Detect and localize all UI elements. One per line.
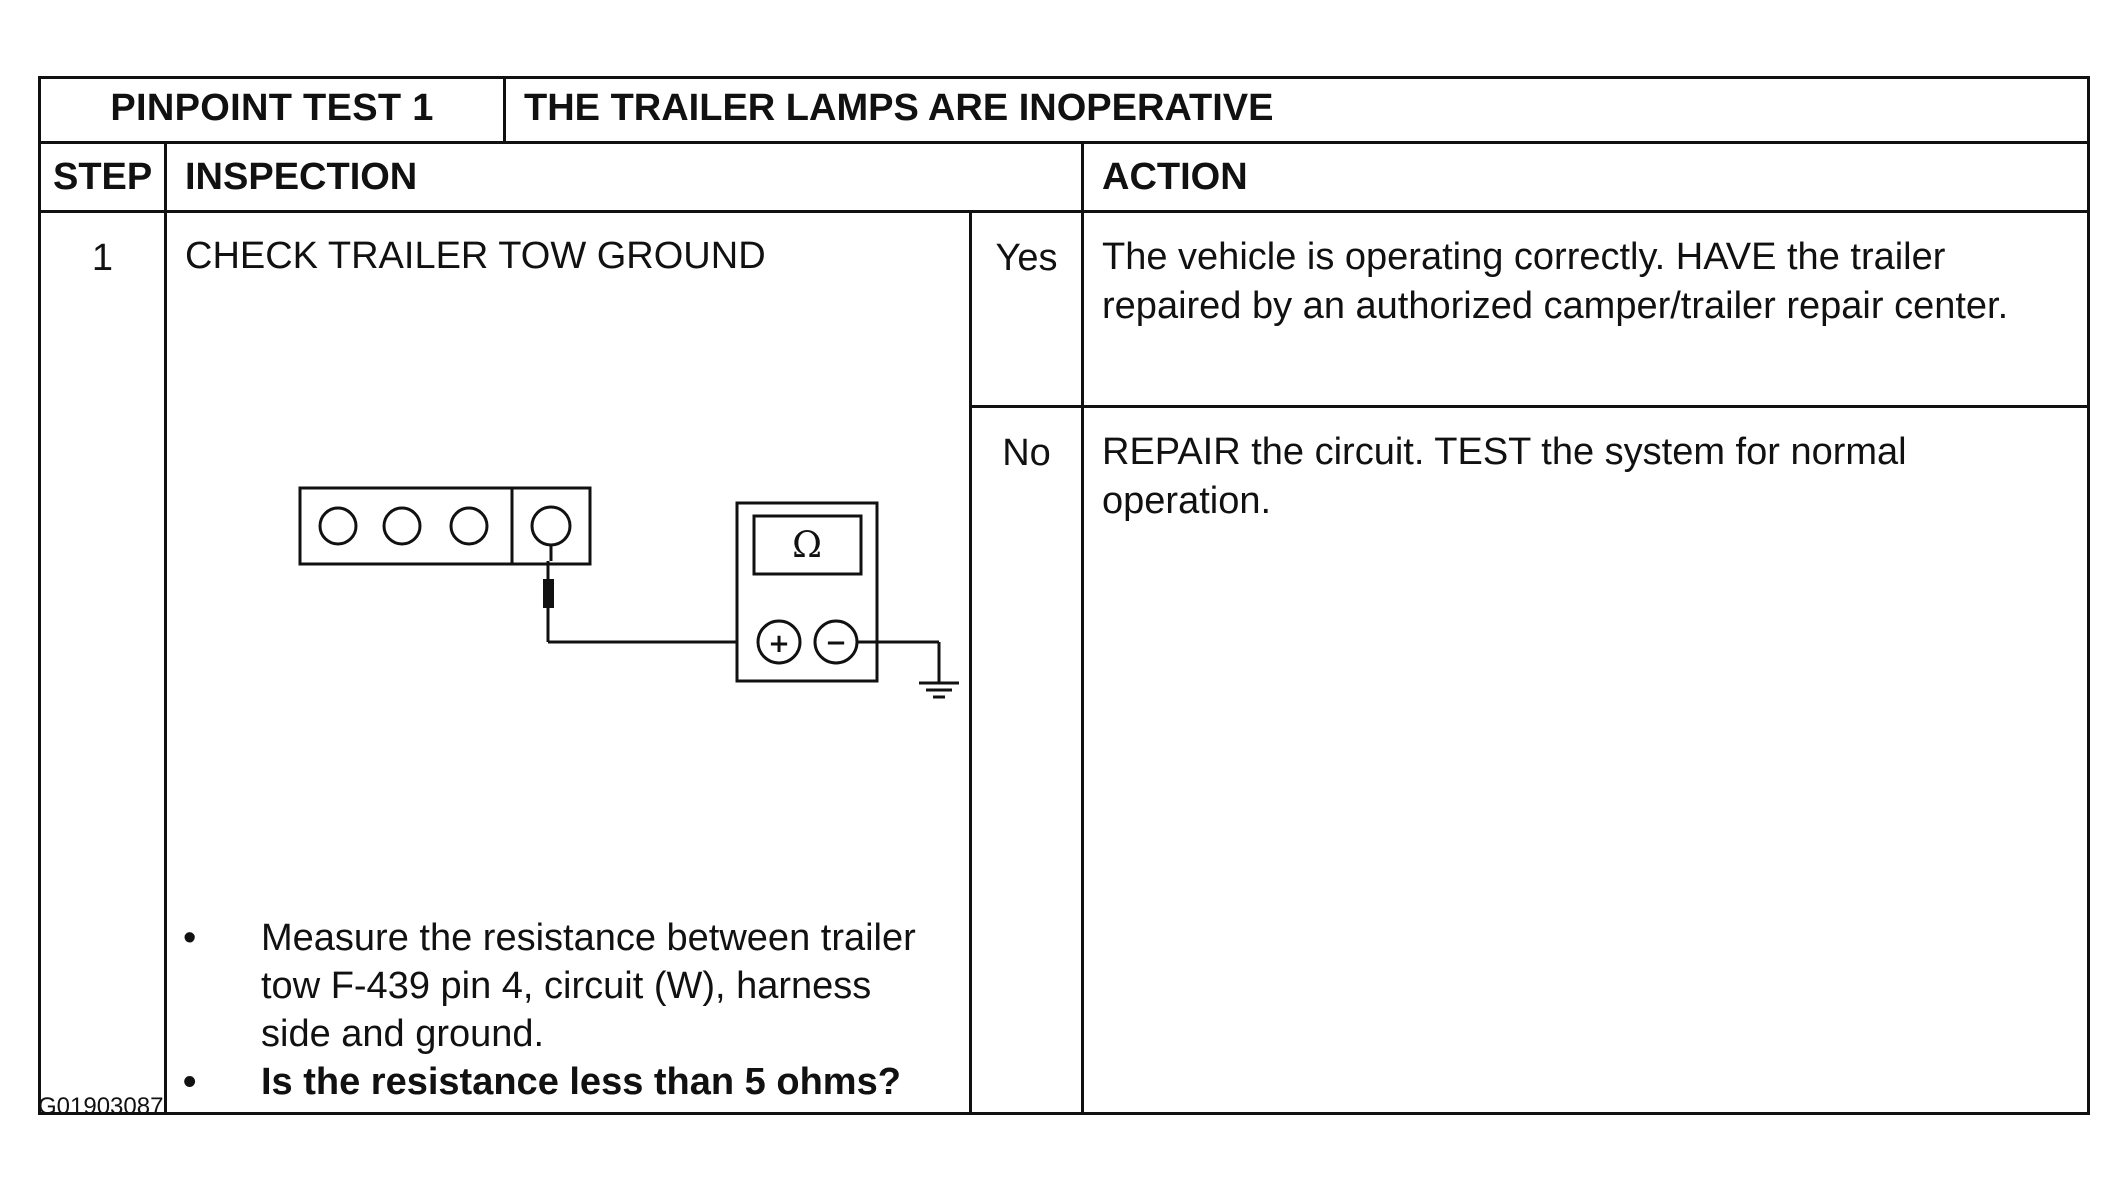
bullet-question-text: Is the resistance less than 5 ohms?: [261, 1061, 901, 1103]
yes-action: The vehicle is operating correctly. HAVE…: [1081, 210, 2091, 408]
step-number: 1: [38, 210, 167, 1115]
pinpoint-test-table: PINPOINT TEST 1 THE TRAILER LAMPS ARE IN…: [37, 76, 2091, 1115]
wiring-diagram: Ω + −: [298, 486, 959, 699]
meter-omega-symbol: Ω: [792, 525, 822, 566]
connector-pin-2: [382, 506, 422, 546]
no-action: REPAIR the circuit. TEST the system for …: [1081, 405, 2091, 1115]
figure-code: G01903087: [38, 1093, 164, 1120]
bullet-glyph: •: [183, 1061, 197, 1103]
connector-pin-1: [318, 506, 358, 546]
ohmmeter: [735, 501, 879, 683]
connector-pin-3: [449, 506, 489, 546]
connector-f439: [298, 486, 592, 566]
inspection-column-header: INSPECTION: [163, 141, 1085, 213]
meter-display: [752, 514, 863, 576]
meter-terminal-positive: [756, 619, 802, 665]
minus-symbol: −: [825, 628, 847, 658]
inspection-bullets: • Measure the resistance between trailer…: [167, 914, 969, 1106]
test-id: PINPOINT TEST 1: [37, 76, 507, 144]
inspection-cell: CHECK TRAILER TOW GROUND: [163, 210, 973, 1115]
test-title: THE TRAILER LAMPS ARE INOPERATIVE: [503, 76, 2091, 144]
yes-label: Yes: [969, 210, 1085, 408]
bullet-item: • Measure the resistance between trailer…: [167, 914, 969, 1058]
inspection-title: CHECK TRAILER TOW GROUND: [185, 235, 766, 277]
connector-pin-4: [530, 505, 572, 547]
action-column-header: ACTION: [1081, 141, 2091, 213]
bullet-item-question: • Is the resistance less than 5 ohms?: [167, 1058, 969, 1106]
plus-symbol: +: [768, 629, 790, 659]
step-column-header: STEP: [38, 141, 167, 213]
probe-tip: [543, 579, 554, 608]
bullet-glyph: •: [183, 917, 197, 959]
no-label: No: [969, 405, 1085, 1115]
bullet-text: Measure the resistance between trailer t…: [261, 917, 916, 1055]
